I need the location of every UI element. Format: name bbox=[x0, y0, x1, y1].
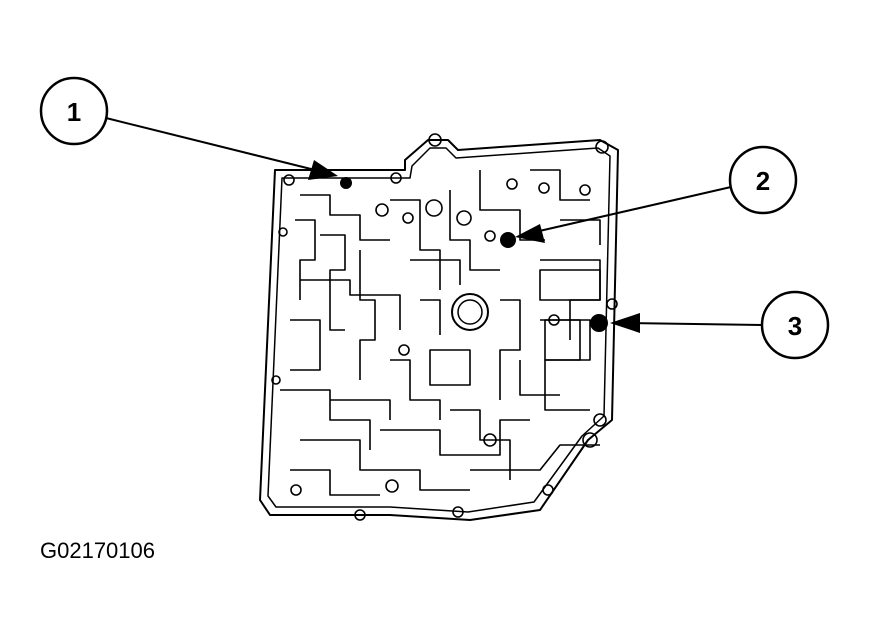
callout-1-arrowhead bbox=[308, 160, 338, 180]
fluid-passages bbox=[280, 169, 601, 496]
plate-inner-outline bbox=[267, 147, 611, 513]
port-holes bbox=[271, 133, 618, 521]
callout-2-leader bbox=[534, 186, 732, 233]
callout-2-arrowhead bbox=[515, 224, 545, 243]
callout-1-leader bbox=[105, 117, 316, 171]
callout-3-leader bbox=[629, 322, 763, 326]
central-bore bbox=[451, 293, 489, 331]
orifice-3-dot bbox=[590, 314, 608, 332]
orifice-1-dot bbox=[340, 177, 352, 189]
callout-3-arrowhead bbox=[610, 313, 640, 333]
callout-2-circle bbox=[728, 145, 798, 215]
orifice-2-dot bbox=[500, 232, 516, 248]
plate-outline bbox=[259, 139, 619, 521]
figure-id: G02170106 bbox=[40, 538, 155, 563]
callout-1-circle bbox=[39, 76, 109, 146]
callout-2-label: 2 bbox=[756, 166, 770, 196]
callout-3-label: 3 bbox=[788, 311, 802, 341]
callout-1-label: 1 bbox=[67, 97, 81, 127]
